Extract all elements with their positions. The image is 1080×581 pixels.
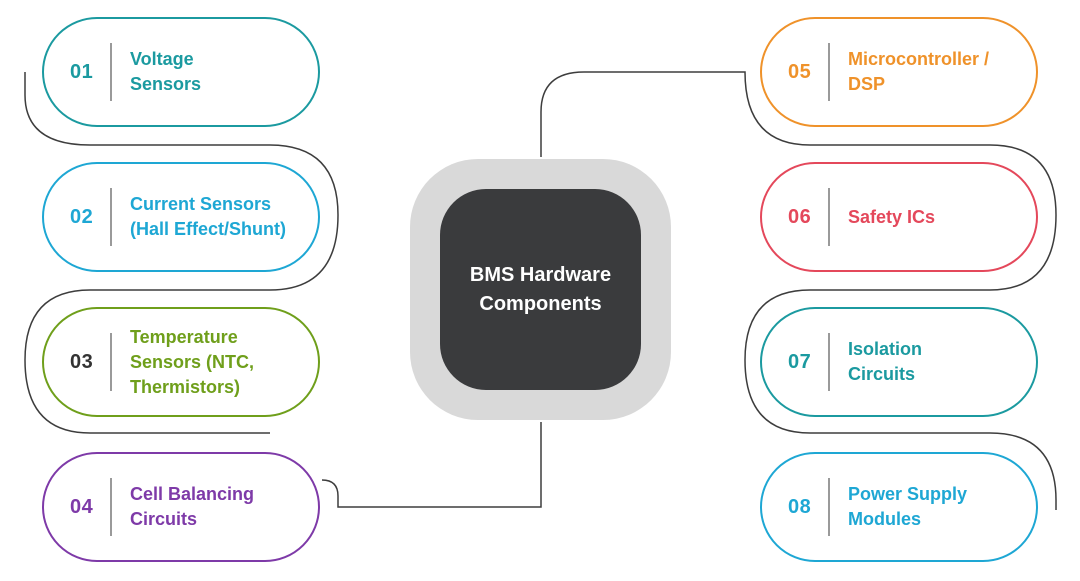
component-number: 06	[788, 205, 812, 228]
component-number: 07	[788, 350, 812, 373]
component-label: Microcontroller / DSP	[848, 49, 990, 94]
connector-04-to-hub	[321, 422, 542, 508]
component-number: 05	[788, 60, 812, 83]
component-card-01: 01 Voltage Sensors	[42, 17, 320, 127]
hub-title: BMS Hardware Components	[440, 189, 641, 390]
separator	[110, 43, 112, 101]
separator	[828, 478, 830, 536]
component-card-03: 03 Temperature Sensors (NTC, Thermistors…	[42, 307, 320, 417]
component-number: 03	[70, 350, 94, 373]
separator	[110, 478, 112, 536]
component-label: Power Supply Modules	[848, 484, 968, 529]
component-card-04: 04 Cell Balancing Circuits	[42, 452, 320, 562]
component-label: Voltage Sensors	[130, 49, 202, 94]
component-number: 01	[70, 60, 94, 83]
component-number: 02	[70, 205, 94, 228]
separator	[110, 333, 112, 391]
component-label: Cell Balancing Circuits	[130, 484, 255, 529]
separator	[828, 43, 830, 101]
component-card-02: 02 Current Sensors (Hall Effect/Shunt)	[42, 162, 320, 272]
component-card-06: 06 Safety ICs	[760, 162, 1038, 272]
component-card-08: 08 Power Supply Modules	[760, 452, 1038, 562]
component-card-05: 05 Microcontroller / DSP	[760, 17, 1038, 127]
component-number: 08	[788, 495, 812, 518]
component-label: Temperature Sensors (NTC, Thermistors)	[130, 326, 255, 397]
component-label: Safety ICs	[848, 206, 936, 227]
component-card-07: 07 Isolation Circuits	[760, 307, 1038, 417]
separator	[828, 188, 830, 246]
connector-hub-to-05	[540, 71, 1057, 510]
component-number: 04	[70, 495, 94, 518]
separator	[828, 333, 830, 391]
component-label: Current Sensors (Hall Effect/Shunt)	[130, 194, 286, 239]
connector-left-outer	[24, 72, 339, 434]
separator	[110, 188, 112, 246]
component-label: Isolation Circuits	[848, 339, 923, 384]
